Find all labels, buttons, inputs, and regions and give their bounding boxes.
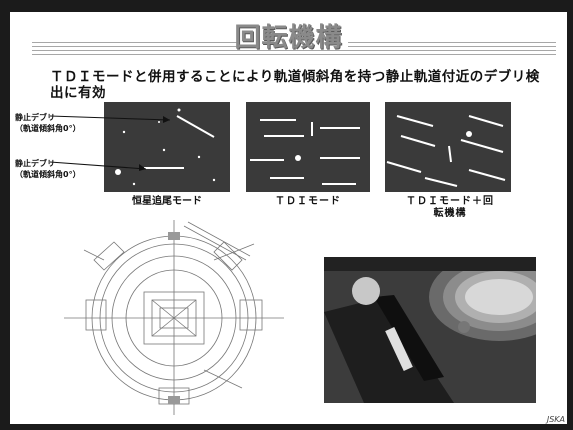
caption-star-tracking: 恒星追尾モード [132, 196, 202, 207]
subtitle-line-1: ＴＤＩモードと併用することにより軌道傾斜角を持つ静止軌道付近のデブリ検 [50, 69, 540, 85]
annotation-1-name: 静止デブリ [15, 113, 55, 122]
annotation-debris-1: 静止デブリ （軌道傾斜角0°） [15, 112, 81, 134]
tdi-rotation-image [386, 115, 506, 187]
star-tracking-image [115, 108, 216, 186]
slide-title: 回転機構 [234, 23, 343, 53]
caption-tdi-mode: ＴＤＩモード [275, 196, 341, 207]
slide: 回転機構 ＴＤＩモードと併用することにより軌道傾斜角を持つ静止軌道付近のデブリ検… [10, 12, 567, 424]
title-backdrop [238, 20, 348, 50]
annotation-2-name: 静止デブリ [15, 159, 55, 168]
mechanism-photo [324, 257, 536, 403]
tdi-mode-panel [246, 102, 370, 192]
annotation-debris-2: 静止デブリ （軌道傾斜角0°） [15, 158, 81, 180]
annotation-arrows [49, 115, 171, 171]
tdi-mode-image [250, 119, 360, 185]
tdi-rotation-panel [385, 102, 511, 192]
caption-tdi-rotation: ＴＤＩモード＋回転機構 [406, 196, 494, 219]
annotation-1-note: （軌道傾斜角0°） [15, 124, 81, 133]
title-stripe [32, 50, 556, 51]
subtitle-line-2: 出に有効 [50, 85, 106, 101]
mechanism-photo-image [324, 257, 536, 403]
annotation-2-note: （軌道傾斜角0°） [15, 170, 81, 179]
slide-subtitle: ＴＤＩモードと併用することにより軌道傾斜角を持つ静止軌道付近のデブリ検 出に有効 [50, 69, 540, 101]
mechanism-line-drawing [64, 220, 284, 415]
footer-mark: JSKA [546, 415, 565, 424]
title-stripe [32, 54, 556, 55]
star-tracking-panel [104, 102, 230, 192]
rotation-mechanism-drawing [64, 220, 284, 415]
